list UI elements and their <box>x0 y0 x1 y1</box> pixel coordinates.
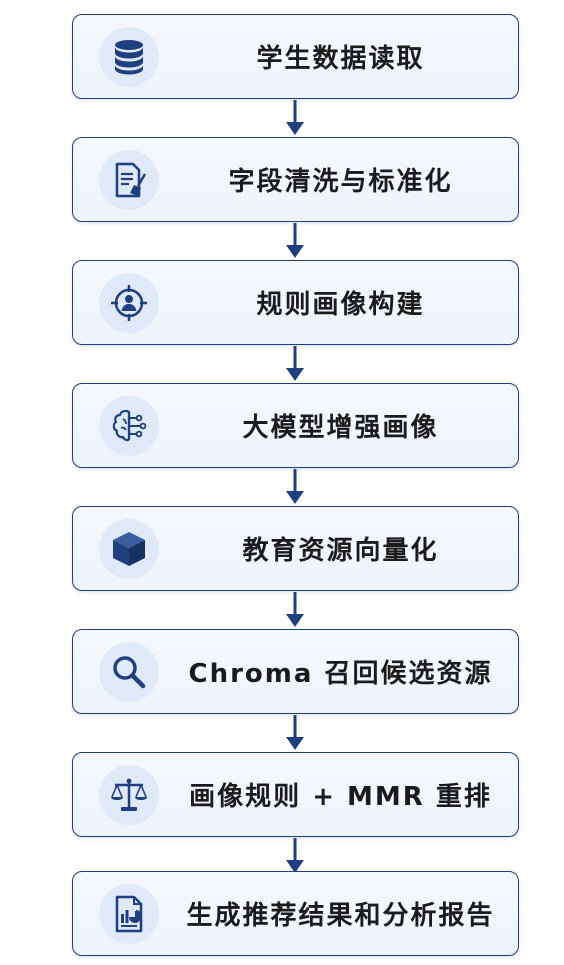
step-label-8: 生成推荐结果和分析报告 <box>186 901 495 931</box>
arrow-down-icon <box>286 715 304 750</box>
arrow-down-icon <box>286 346 304 381</box>
arrow-down-icon <box>286 469 304 504</box>
user-target-icon <box>99 272 159 333</box>
step-box-3: 规则画像构建 <box>72 260 519 345</box>
step-box-7: 画像规则 + MMR 重排 <box>72 752 519 837</box>
step-box-1: 学生数据读取 <box>72 14 519 99</box>
step-label-4: 大模型增强画像 <box>242 413 439 443</box>
arrow-down-icon <box>286 592 304 627</box>
search-icon <box>99 641 159 702</box>
step-label-3: 规则画像构建 <box>256 290 425 320</box>
step-label-1: 学生数据读取 <box>256 44 425 74</box>
arrow-down-icon <box>286 838 304 873</box>
step-box-2: 字段清洗与标准化 <box>72 137 519 222</box>
brain-circuit-icon <box>99 395 159 456</box>
step-label-7: 画像规则 + MMR 重排 <box>189 782 492 812</box>
arrow-down-icon <box>286 223 304 258</box>
step-box-5: 教育资源向量化 <box>72 506 519 591</box>
step-label-6: Chroma 召回候选资源 <box>188 659 493 689</box>
arrow-down-icon <box>286 100 304 135</box>
cube-icon <box>99 518 159 579</box>
document-clean-icon <box>99 149 159 210</box>
step-box-4: 大模型增强画像 <box>72 383 519 468</box>
step-box-6: Chroma 召回候选资源 <box>72 629 519 714</box>
database-icon <box>99 26 159 87</box>
step-box-8: 生成推荐结果和分析报告 <box>72 871 519 956</box>
scale-icon <box>99 764 159 825</box>
step-label-2: 字段清洗与标准化 <box>228 167 453 197</box>
step-label-5: 教育资源向量化 <box>242 536 439 566</box>
report-icon <box>99 883 159 944</box>
